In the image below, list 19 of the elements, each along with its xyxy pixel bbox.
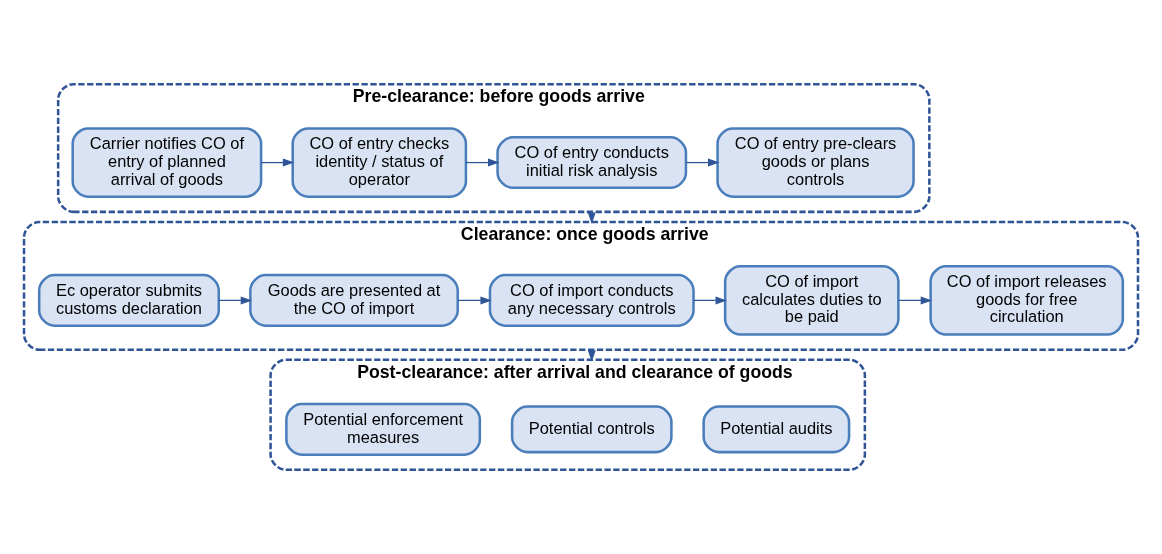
node-box: CO of import releases goods for free circulation: [929, 265, 1125, 336]
arrow: [898, 296, 933, 305]
node-box: Carrier notifies CO of entry of planned arrival of goods: [71, 127, 263, 198]
node-box: CO of entry checks identity / status of operator: [291, 127, 468, 198]
arrow: [692, 296, 727, 305]
node-box: Goods are presented at the CO of import: [249, 273, 459, 327]
node-box: Potential enforcement measures: [285, 402, 482, 456]
arrow: [457, 296, 492, 305]
node-box: Ec operator submits customs declaration: [37, 273, 220, 327]
node-box: CO of import conducts any necessary controls: [488, 273, 695, 327]
arrow: [218, 296, 253, 305]
node-box: CO of import calculates duties to be paid: [723, 265, 900, 336]
node-box: Potential audits: [702, 405, 851, 454]
node-box: CO of entry conducts initial risk analysis: [496, 136, 688, 190]
arrow: [465, 158, 500, 167]
arrow: [260, 158, 295, 167]
node-box: CO of entry pre-clears goods or plans controls: [716, 127, 915, 198]
arrow: [685, 158, 720, 167]
node-box: Potential controls: [510, 405, 673, 454]
